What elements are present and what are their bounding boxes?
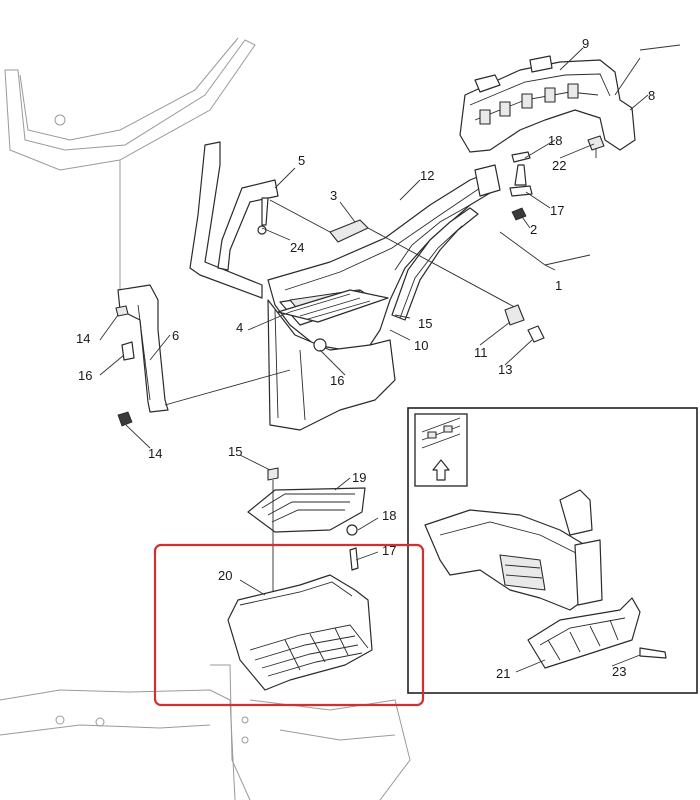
callout-15b: 15: [228, 444, 242, 459]
callout-4: 4: [236, 320, 243, 335]
callout-8: 8: [648, 88, 655, 103]
callout-14b: 14: [148, 446, 162, 461]
left-bracket: [115, 284, 291, 427]
leader-lines: [99, 44, 681, 673]
inset-view: [407, 407, 698, 694]
callout-6: 6: [172, 328, 179, 343]
callout-24: 24: [290, 240, 304, 255]
lower-frame: [0, 664, 411, 800]
callout-5: 5: [298, 153, 305, 168]
callout-1: 1: [555, 278, 562, 293]
small-bracket-3: [269, 199, 521, 311]
callout-14a: 14: [76, 331, 90, 346]
callout-17b: 17: [382, 543, 396, 558]
clip-and-bolt: [504, 304, 545, 343]
mid-step-plate: [277, 289, 389, 323]
callout-15a: 15: [418, 316, 432, 331]
callout-16a: 16: [78, 368, 92, 383]
callout-11: 11: [474, 345, 488, 360]
body-frame: [4, 37, 256, 290]
callout-17a: 17: [550, 203, 564, 218]
step-pad-part-20: [227, 574, 373, 691]
highlight-box: [153, 543, 425, 707]
callout-16b: 16: [330, 373, 344, 388]
callout-19: 19: [352, 470, 366, 485]
callout-12: 12: [420, 168, 434, 183]
callout-13: 13: [498, 362, 512, 377]
callout-labels: 9 8 18 22 12 5 3 17 2 24 1 15 4 6 14 10 …: [76, 36, 655, 681]
callout-10: 10: [414, 338, 428, 353]
callout-18b: 18: [382, 508, 396, 523]
callout-23: 23: [612, 664, 626, 679]
callout-22: 22: [552, 158, 566, 173]
callout-9: 9: [582, 36, 589, 51]
fasteners-right: [509, 135, 605, 221]
support-strut: [189, 141, 279, 299]
callout-2: 2: [530, 222, 537, 237]
callout-3: 3: [330, 188, 337, 203]
callout-21: 21: [496, 666, 510, 681]
callout-18a: 18: [548, 133, 562, 148]
up-arrow-icon: [432, 459, 450, 481]
upper-bracket-assembly: [459, 55, 636, 153]
callout-20: 20: [218, 568, 232, 583]
